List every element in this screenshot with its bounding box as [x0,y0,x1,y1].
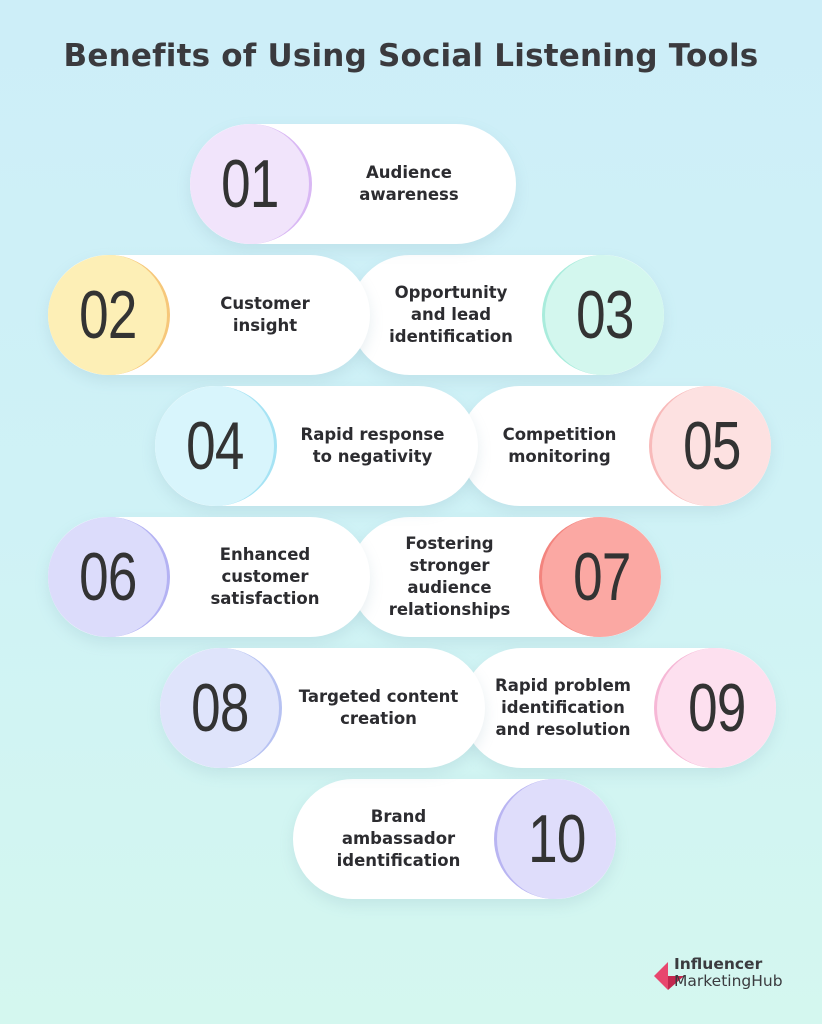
benefit-label: Audience awareness [359,163,459,204]
logo-text-line1: Influencer [674,955,763,973]
benefit-number: 02 [78,277,137,353]
benefit-item-03: 03 Opportunity and lead identification [350,255,664,375]
number-badge: 02 [48,255,170,375]
benefit-item-06: 06 Enhanced customer satisfaction [48,517,370,637]
benefit-number: 09 [687,670,746,746]
number-badge: 06 [48,517,170,637]
benefit-item-10: 10 Brand ambassador identification [293,779,616,899]
benefit-label: Fostering stronger audience relationship… [388,534,511,619]
benefit-label: Rapid response to negativity [300,425,445,466]
logo-text-marketing: Marketing [674,972,752,990]
number-badge: 04 [155,386,277,506]
number-badge: 09 [654,648,776,768]
benefit-label: Customer insight [220,294,310,335]
benefit-item-09: 09 Rapid problem identification and reso… [462,648,776,768]
benefit-number: 05 [682,408,741,484]
benefit-label: Targeted content creation [298,687,459,728]
benefit-number: 07 [572,539,631,615]
benefit-label: Competition monitoring [502,425,617,466]
benefit-number: 08 [190,670,249,746]
benefit-item-05: 05 Competition monitoring [460,386,771,506]
number-badge: 03 [542,255,664,375]
number-badge: 05 [649,386,771,506]
benefit-number: 03 [575,277,634,353]
benefit-number: 06 [78,539,137,615]
benefit-number: 04 [185,408,244,484]
benefit-number: 10 [527,801,586,877]
benefit-item-02: 02 Customer insight [48,255,370,375]
number-badge: 08 [160,648,282,768]
logo-diamond-icon [654,962,684,990]
number-badge: 10 [494,779,616,899]
benefit-number: 01 [220,146,279,222]
benefit-item-07: 07 Fostering stronger audience relations… [350,517,661,637]
logo-text-hub: Hub [751,972,783,990]
benefit-item-08: 08 Targeted content creation [160,648,485,768]
benefit-label: Brand ambassador identification [336,807,461,870]
benefit-label: Opportunity and lead identification [389,283,513,346]
benefit-item-04: 04 Rapid response to negativity [155,386,478,506]
number-badge: 01 [190,124,312,244]
page-title: Benefits of Using Social Listening Tools [63,38,759,74]
benefit-label: Enhanced customer satisfaction [210,545,320,608]
benefit-item-01: 01 Audience awareness [190,124,516,244]
number-badge: 07 [539,517,661,637]
benefit-label: Rapid problem identification and resolut… [495,676,631,739]
